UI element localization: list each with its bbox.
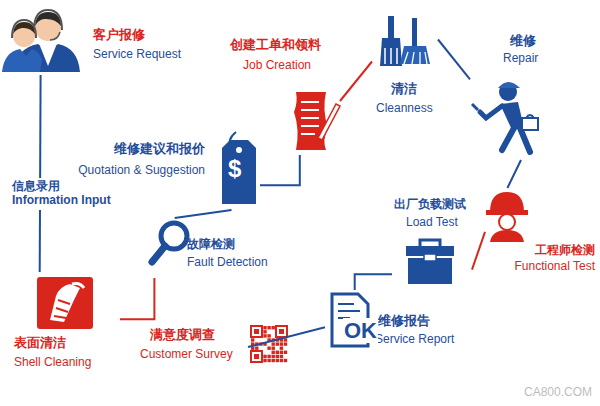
qr-module [276, 342, 279, 345]
qr-module [280, 355, 283, 358]
qr-module [251, 338, 254, 341]
step-subtitle: Cleanness [376, 102, 433, 116]
qr-module [267, 355, 270, 358]
step-title: 维修建议和报价 [114, 142, 205, 157]
edge-label: 信息录用 Information Input [12, 178, 112, 210]
flow-connector [355, 274, 392, 290]
qr-module [284, 359, 287, 362]
qr-module [272, 351, 275, 354]
step-subtitle: Service Request [93, 48, 181, 62]
qr-module [263, 355, 266, 358]
qr-module [263, 334, 266, 337]
flow-step: 客户报修 Service Request [5, 0, 183, 75]
broom-icon [380, 16, 430, 66]
qr-module [267, 334, 270, 337]
flow-connector [248, 327, 325, 347]
step-title: 满意度调查 [150, 328, 215, 343]
step-title: 维修报告 [378, 314, 430, 329]
qr-module [263, 359, 266, 362]
watermark: CA800.COM [524, 386, 592, 400]
qr-module [276, 351, 279, 354]
qr-module [276, 359, 279, 362]
flow-connector [260, 155, 300, 185]
qr-module [272, 347, 275, 350]
step-title: 出厂负载测试 [394, 198, 466, 212]
step-title: 故障检测 [187, 238, 235, 252]
qr-module [272, 326, 275, 329]
step-subtitle: Load Test [406, 216, 458, 230]
qr-module [280, 359, 283, 362]
step-subtitle: Job Creation [243, 59, 311, 73]
step-subtitle: Fault Detection [187, 256, 268, 270]
step-title: 创建工单和领料 [230, 38, 321, 53]
tag-symbol: $ [228, 155, 241, 183]
flow-step: 创建工单和领料 Job Creation [225, 35, 340, 155]
step-title: 表面清洁 [14, 336, 66, 351]
step-title: 工程师检测 [535, 244, 595, 258]
flow-step: 表面清洁 Shell Cleaning [10, 272, 120, 377]
flow-step: 出厂负载测试 Load Test [392, 196, 472, 288]
flow-connector [472, 232, 485, 270]
flow-step: 工程师检测 Functional Test [485, 188, 597, 276]
qr-module [267, 359, 270, 362]
step-subtitle: Repair [503, 52, 538, 66]
qr-module [263, 330, 266, 333]
work-order-icon [294, 92, 340, 150]
step-subtitle: Customer Survey [140, 348, 233, 362]
step-title: 客户报修 [93, 28, 145, 43]
flow-connector [39, 75, 42, 272]
qr-module [272, 342, 275, 345]
flow-connector [507, 160, 521, 188]
flow-step: 维修 Repair [470, 30, 555, 160]
repair-worker-icon [472, 82, 538, 152]
flow-connector [120, 278, 154, 319]
qr-module [284, 338, 287, 341]
step-subtitle: Service Report [375, 333, 454, 347]
qr-module [272, 359, 275, 362]
brush-tile-icon [37, 277, 93, 329]
qr-module [255, 347, 258, 350]
price-tag-icon [222, 132, 256, 204]
qr-module [284, 351, 287, 354]
magnifier-icon [152, 223, 187, 262]
agents-icon [2, 10, 80, 72]
qr-module [267, 347, 270, 350]
qr-module [280, 342, 283, 345]
flow-step: 清洁 Cleanness [372, 12, 438, 122]
engineer-icon [486, 192, 528, 242]
qr-module [284, 342, 287, 345]
flow-connector [438, 40, 470, 80]
ok-mark: OK [343, 318, 378, 343]
step-subtitle: Functional Test [515, 260, 596, 274]
qr-module [263, 326, 266, 329]
step-title: 维修 [510, 34, 536, 49]
step-subtitle: Shell Cleaning [14, 356, 91, 370]
flow-step: 故障检测 Fault Detection [145, 218, 280, 278]
flow-connector [340, 62, 372, 102]
qr-module [272, 355, 275, 358]
step-title: 清洁 [391, 82, 417, 97]
toolbox-icon [406, 240, 454, 284]
qr-module [280, 347, 283, 350]
qr-module [280, 351, 283, 354]
step-subtitle: Quotation & Suggestion [78, 164, 205, 178]
flow-step: 满意度调查 Customer Survey [140, 322, 248, 372]
flow-connector [175, 210, 232, 218]
qr-module [267, 326, 270, 329]
qr-module [276, 355, 279, 358]
